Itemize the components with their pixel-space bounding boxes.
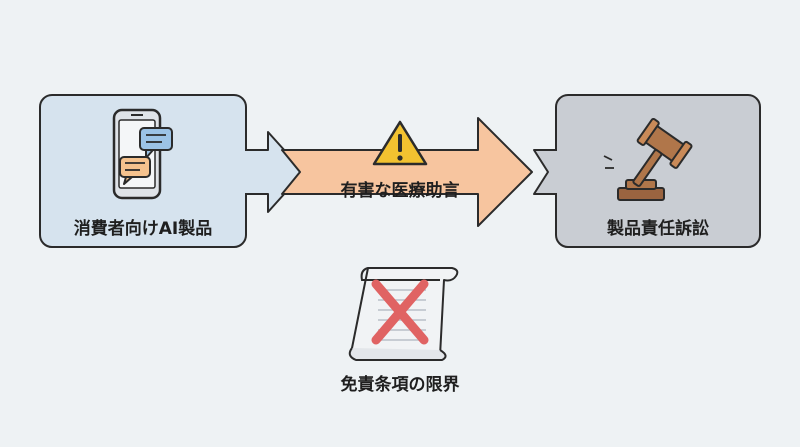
liability-node xyxy=(533,94,761,248)
smartphone-chat-icon xyxy=(112,108,173,200)
warning-icon xyxy=(372,120,428,166)
gavel-icon xyxy=(603,117,693,201)
medical-advice-label: 有害な医療助言 xyxy=(340,181,460,201)
liability-label: 製品責任訴訟 xyxy=(607,219,709,239)
disclaimer-label: 免責条項の限界 xyxy=(340,375,460,395)
medical-advice-arrow xyxy=(281,117,533,227)
consumer-ai-node xyxy=(39,94,305,248)
disclaimer-node xyxy=(348,267,459,361)
left-connector-arrow xyxy=(246,131,305,213)
right-connector-notch xyxy=(533,149,556,195)
big-arrow-shape xyxy=(281,117,533,227)
crossed-document-icon xyxy=(348,267,459,361)
consumer-ai-label: 消費者向けAI製品 xyxy=(73,219,213,239)
